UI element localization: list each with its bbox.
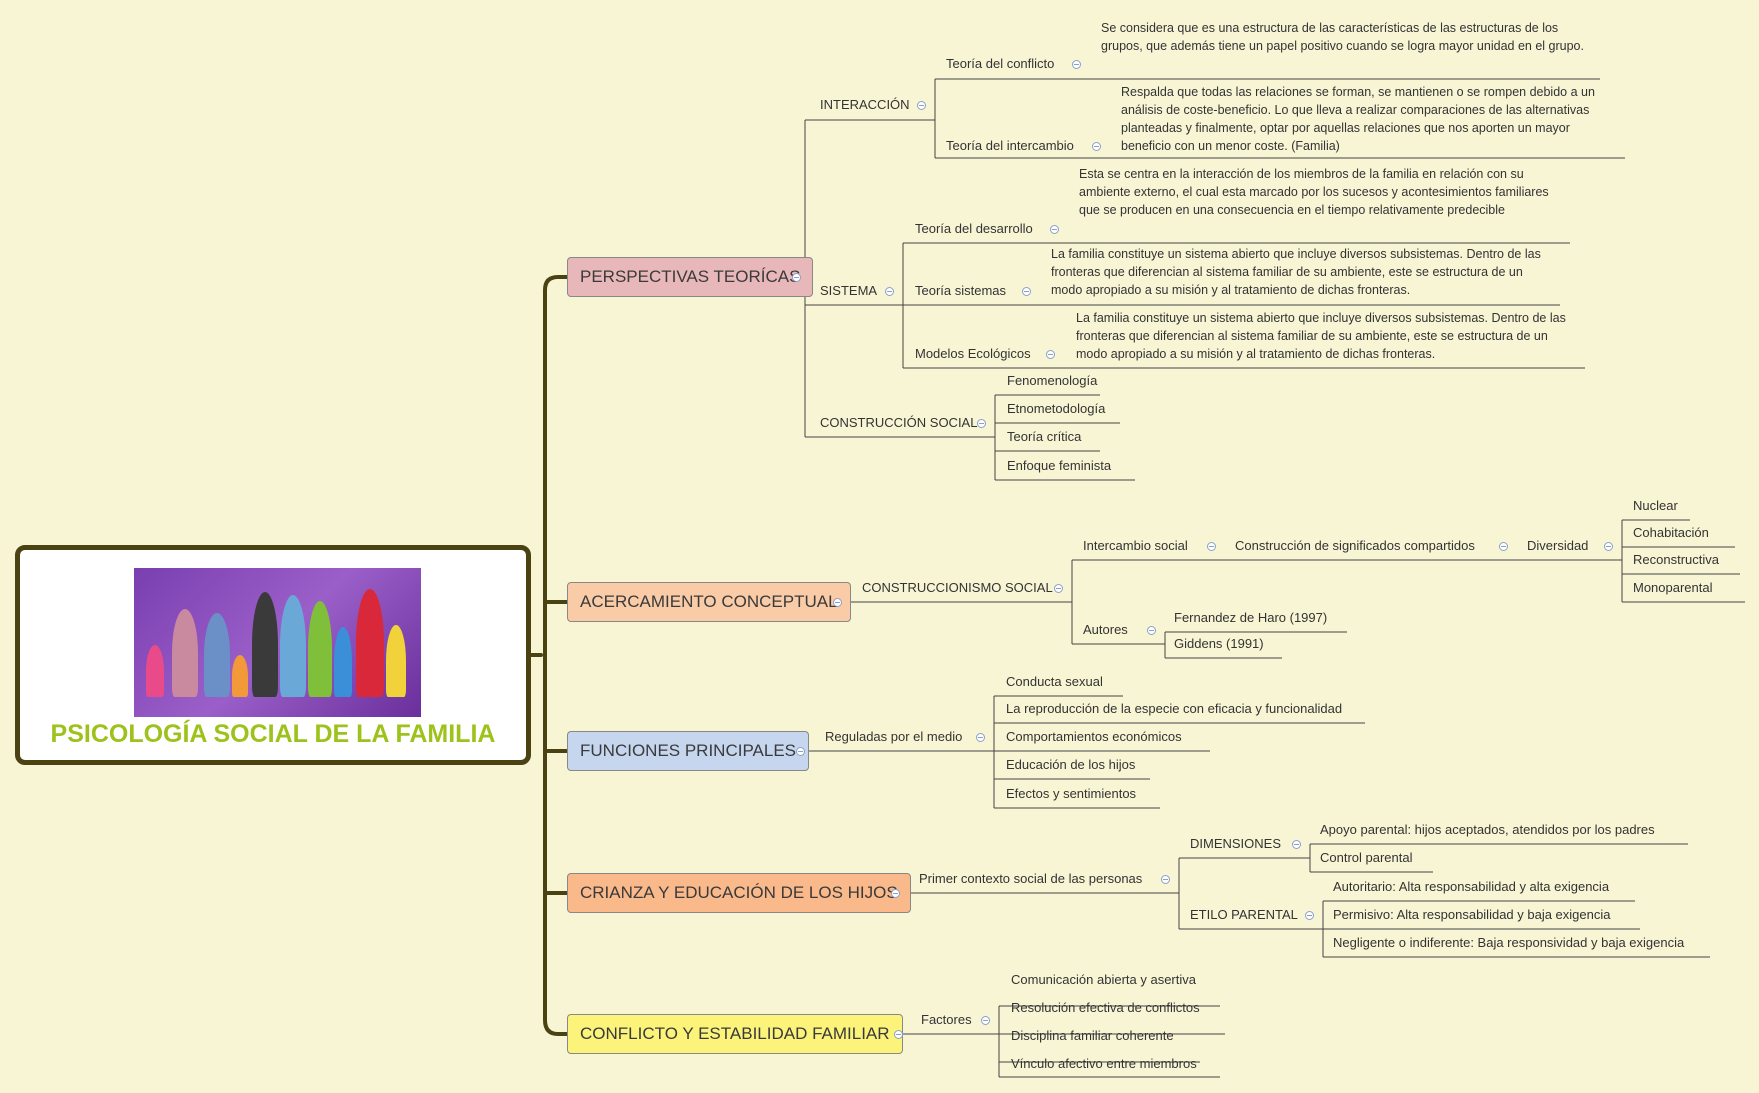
collapse-toggle-icon[interactable] [792, 273, 801, 282]
collapse-toggle-icon[interactable] [1499, 542, 1508, 551]
node-modelos-ecologicos[interactable]: Modelos Ecológicos [915, 346, 1031, 361]
node-dimensiones[interactable]: DIMENSIONES [1190, 836, 1282, 851]
leaf-reconstructiva[interactable]: Reconstructiva [1633, 552, 1719, 567]
collapse-toggle-icon[interactable] [1050, 225, 1059, 234]
node-primer-contexto-social[interactable]: Primer contexto social de las personas [919, 871, 1143, 886]
collapse-toggle-icon[interactable] [1292, 840, 1301, 849]
desc-teoria-conflicto: Se considera que es una estructura de la… [1101, 21, 1584, 53]
central-topic[interactable]: PSICOLOGÍA SOCIAL DE LA FAMILIA [15, 545, 531, 765]
leaf-disciplina[interactable]: Disciplina familiar coherente [1011, 1028, 1174, 1043]
node-construccion-social[interactable]: CONSTRUCCIÓN SOCIAL [820, 415, 978, 430]
collapse-toggle-icon[interactable] [1072, 60, 1081, 69]
leaf-reproduccion[interactable]: La reproducción de la especie con eficac… [1006, 701, 1343, 716]
leaf-teoria-critica[interactable]: Teoría crítica [1007, 429, 1082, 444]
leaf-comportamientos-economicos[interactable]: Comportamientos económicos [1006, 729, 1182, 744]
collapse-toggle-icon[interactable] [1305, 911, 1314, 920]
desc-teoria-sistemas: La familia constituye un sistema abierto… [1051, 247, 1541, 297]
leaf-apoyo-parental[interactable]: Apoyo parental: hijos aceptados, atendid… [1320, 822, 1655, 837]
collapse-toggle-icon[interactable] [833, 598, 842, 607]
collapse-toggle-icon[interactable] [976, 733, 985, 742]
leaf-fernandez-de-haro[interactable]: Fernandez de Haro (1997) [1174, 610, 1328, 625]
leaf-control-parental[interactable]: Control parental [1320, 850, 1413, 865]
collapse-toggle-icon[interactable] [977, 419, 986, 428]
collapse-toggle-icon[interactable] [885, 287, 894, 296]
leaf-efectos-sentimientos[interactable]: Efectos y sentimientos [1006, 786, 1137, 801]
leaf-conducta-sexual[interactable]: Conducta sexual [1006, 674, 1103, 689]
leaf-negligente[interactable]: Negligente o indiferente: Baja responsiv… [1333, 935, 1685, 950]
family-illustration-icon [134, 568, 421, 717]
node-diversidad[interactable]: Diversidad [1527, 538, 1589, 553]
node-sistema[interactable]: SISTEMA [820, 283, 878, 298]
desc-teoria-intercambio: Respalda que todas las relaciones se for… [1121, 85, 1595, 153]
node-teoria-intercambio[interactable]: Teoría del intercambio [946, 138, 1074, 153]
collapse-toggle-icon[interactable] [1147, 626, 1156, 635]
leaf-comunicacion[interactable]: Comunicación abierta y asertiva [1011, 972, 1196, 987]
node-teoria-desarrollo[interactable]: Teoría del desarrollo [915, 221, 1033, 236]
collapse-toggle-icon[interactable] [1161, 875, 1170, 884]
branch-perspectivas-teoricas[interactable]: PERSPECTIVAS TEORÍCAS [567, 257, 814, 297]
desc-modelos-ecologicos: La familia constituye un sistema abierto… [1076, 311, 1566, 361]
leaf-permisivo[interactable]: Permisivo: Alta responsabilidad y baja e… [1333, 907, 1611, 922]
central-title: PSICOLOGÍA SOCIAL DE LA FAMILIA [50, 720, 496, 748]
leaf-enfoque-feminista[interactable]: Enfoque feminista [1007, 458, 1112, 473]
collapse-toggle-icon[interactable] [1207, 542, 1216, 551]
desc-teoria-desarrollo: Esta se centra en la interacción de los … [1079, 167, 1549, 217]
branch-funciones-principales[interactable]: FUNCIONES PRINCIPALES [567, 731, 810, 771]
branch-conflicto-estabilidad[interactable]: CONFLICTO Y ESTABILIDAD FAMILIAR [567, 1014, 903, 1054]
branch-acercamiento-conceptual[interactable]: ACERCAMIENTO CONCEPTUAL [567, 582, 851, 622]
leaf-monoparental[interactable]: Monoparental [1633, 580, 1713, 595]
leaf-vinculo-afectivo[interactable]: Vínculo afectivo entre miembros [1011, 1056, 1197, 1071]
collapse-toggle-icon[interactable] [796, 747, 805, 756]
leaf-etnometodologia[interactable]: Etnometodología [1007, 401, 1106, 416]
collapse-toggle-icon[interactable] [917, 101, 926, 110]
collapse-toggle-icon[interactable] [1046, 350, 1055, 359]
leaf-resolucion-conflictos[interactable]: Resolución efectiva de conflictos [1011, 1000, 1200, 1015]
node-reguladas-por-el-medio[interactable]: Reguladas por el medio [825, 729, 963, 744]
node-factores[interactable]: Factores [921, 1012, 972, 1027]
leaf-educacion-hijos[interactable]: Educación de los hijos [1006, 757, 1136, 772]
collapse-toggle-icon[interactable] [1022, 287, 1031, 296]
branch-crianza-educacion[interactable]: CRIANZA Y EDUCACIÓN DE LOS HIJOS [567, 873, 911, 913]
leaf-autoritario[interactable]: Autoritario: Alta responsabilidad y alta… [1333, 879, 1610, 894]
node-teoria-conflicto[interactable]: Teoría del conflicto [946, 56, 1055, 71]
node-intercambio-social[interactable]: Intercambio social [1083, 538, 1188, 553]
collapse-toggle-icon[interactable] [981, 1016, 990, 1025]
node-autores[interactable]: Autores [1083, 622, 1128, 637]
node-interaccion[interactable]: INTERACCIÓN [820, 97, 910, 112]
collapse-toggle-icon[interactable] [894, 1030, 903, 1039]
collapse-toggle-icon[interactable] [1092, 142, 1101, 151]
leaf-giddens[interactable]: Giddens (1991) [1174, 636, 1264, 651]
node-teoria-sistemas[interactable]: Teoría sistemas [915, 283, 1007, 298]
leaf-nuclear[interactable]: Nuclear [1633, 498, 1678, 513]
leaf-fenomenologia[interactable]: Fenomenología [1007, 373, 1098, 388]
leaf-cohabitacion[interactable]: Cohabitación [1633, 525, 1709, 540]
node-construccionismo-social[interactable]: CONSTRUCCIONISMO SOCIAL [862, 580, 1053, 595]
node-estilo-parental[interactable]: ETILO PARENTAL [1190, 907, 1298, 922]
node-construccion-significados[interactable]: Construcción de significados compartidos [1235, 538, 1475, 553]
collapse-toggle-icon[interactable] [891, 889, 900, 898]
collapse-toggle-icon[interactable] [1054, 584, 1063, 593]
collapse-toggle-icon[interactable] [1604, 542, 1613, 551]
